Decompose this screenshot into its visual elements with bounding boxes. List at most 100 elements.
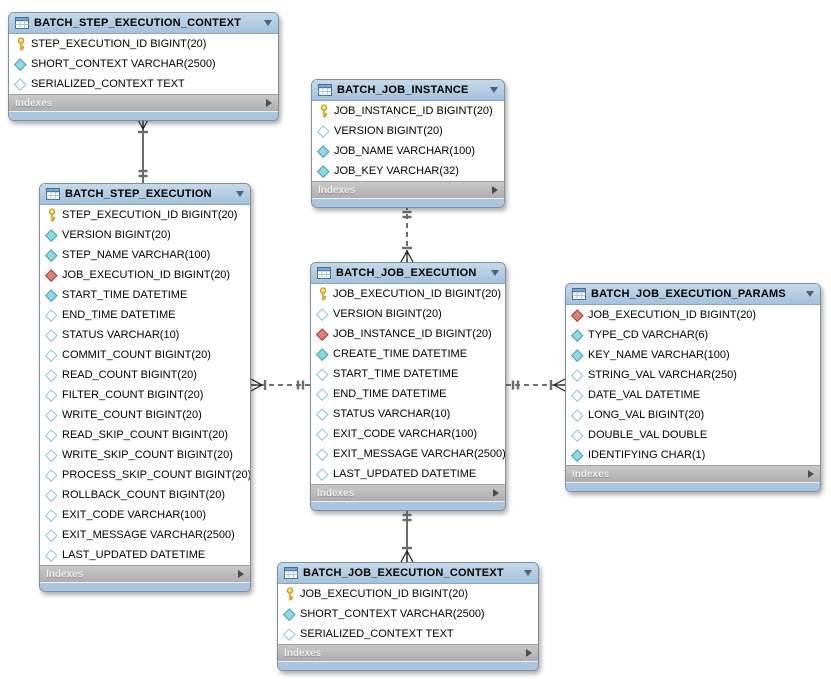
collapse-arrow-icon[interactable] [524, 570, 532, 576]
indexes-bar[interactable]: Indexes [312, 181, 504, 198]
rel-stepexec-jobexec[interactable] [250, 378, 310, 392]
rel-stepctx-stepexec[interactable] [136, 117, 150, 183]
column-row[interactable]: STRING_VAL VARCHAR(250) [566, 365, 820, 385]
table-header[interactable]: BATCH_STEP_EXECUTION [40, 184, 250, 205]
table-header[interactable]: BATCH_JOB_EXECUTION_PARAMS [566, 284, 820, 305]
column-row[interactable]: STEP_EXECUTION_ID BIGINT(20) [9, 34, 278, 54]
rel-jobexec-params[interactable] [506, 378, 566, 392]
column-label: TYPE_CD VARCHAR(6) [588, 329, 709, 341]
diamond-red-icon [316, 327, 329, 341]
indexes-bar[interactable]: Indexes [566, 465, 820, 482]
column-row[interactable]: JOB_NAME VARCHAR(100) [312, 141, 504, 161]
column-label: JOB_EXECUTION_ID BIGINT(20) [300, 588, 469, 600]
diamond-red-icon [571, 308, 584, 322]
column-row[interactable]: SERIALIZED_CONTEXT TEXT [9, 74, 278, 94]
column-row[interactable]: LAST_UPDATED DATETIME [40, 545, 250, 565]
column-row[interactable]: JOB_INSTANCE_ID BIGINT(20) [312, 101, 504, 121]
column-row[interactable]: DATE_VAL DATETIME [566, 385, 820, 405]
column-row[interactable]: READ_SKIP_COUNT BIGINT(20) [40, 425, 250, 445]
diamond-filled-icon [45, 288, 58, 302]
column-row[interactable]: WRITE_COUNT BIGINT(20) [40, 405, 250, 425]
column-row[interactable]: EXIT_MESSAGE VARCHAR(2500) [311, 444, 505, 464]
column-row[interactable]: JOB_EXECUTION_ID BIGINT(20) [40, 265, 250, 285]
table-title: BATCH_JOB_EXECUTION_PARAMS [591, 288, 786, 300]
table-footer [40, 582, 250, 591]
column-row[interactable]: CREATE_TIME DATETIME [311, 344, 505, 364]
table-header[interactable]: BATCH_JOB_EXECUTION [311, 263, 505, 284]
column-label: FILTER_COUNT BIGINT(20) [62, 389, 204, 401]
column-label: JOB_EXECUTION_ID BIGINT(20) [333, 288, 502, 300]
column-row[interactable]: JOB_EXECUTION_ID BIGINT(20) [566, 305, 820, 325]
column-row[interactable]: VERSION BIGINT(20) [40, 225, 250, 245]
expand-arrow-icon[interactable] [492, 186, 498, 194]
column-row[interactable]: SHORT_CONTEXT VARCHAR(2500) [278, 604, 538, 624]
collapse-arrow-icon[interactable] [236, 191, 244, 197]
rel-jobinstance-jobexec[interactable] [400, 205, 414, 263]
column-row[interactable]: END_TIME DATETIME [311, 384, 505, 404]
column-label: STEP_EXECUTION_ID BIGINT(20) [31, 38, 207, 50]
column-row[interactable]: JOB_KEY VARCHAR(32) [312, 161, 504, 181]
collapse-arrow-icon[interactable] [806, 291, 814, 297]
column-label: START_TIME DATETIME [62, 289, 188, 301]
column-row[interactable]: LONG_VAL BIGINT(20) [566, 405, 820, 425]
table-header[interactable]: BATCH_JOB_EXECUTION_CONTEXT [278, 563, 538, 584]
column-row[interactable]: EXIT_MESSAGE VARCHAR(2500) [40, 525, 250, 545]
column-row[interactable]: STEP_EXECUTION_ID BIGINT(20) [40, 205, 250, 225]
column-row[interactable]: KEY_NAME VARCHAR(100) [566, 345, 820, 365]
collapse-arrow-icon[interactable] [490, 87, 498, 93]
column-row[interactable]: LAST_UPDATED DATETIME [311, 464, 505, 484]
expand-arrow-icon[interactable] [238, 570, 244, 578]
indexes-bar[interactable]: Indexes [40, 565, 250, 582]
indexes-bar[interactable]: Indexes [278, 644, 538, 661]
table-header[interactable]: BATCH_STEP_EXECUTION_CONTEXT [9, 13, 278, 34]
rel-jobexec-jobexecctx[interactable] [400, 508, 414, 563]
column-row[interactable]: SERIALIZED_CONTEXT TEXT [278, 624, 538, 644]
column-row[interactable]: STATUS VARCHAR(10) [311, 404, 505, 424]
indexes-label: Indexes [317, 487, 355, 499]
column-row[interactable]: READ_COUNT BIGINT(20) [40, 365, 250, 385]
column-row[interactable]: PROCESS_SKIP_COUNT BIGINT(20) [40, 465, 250, 485]
collapse-arrow-icon[interactable] [264, 20, 272, 26]
expand-arrow-icon[interactable] [493, 489, 499, 497]
table-batch_step_execution_context[interactable]: BATCH_STEP_EXECUTION_CONTEXT STEP_EXECUTI… [8, 12, 279, 121]
column-row[interactable]: JOB_EXECUTION_ID BIGINT(20) [311, 284, 505, 304]
column-row[interactable]: EXIT_CODE VARCHAR(100) [40, 505, 250, 525]
column-row[interactable]: ROLLBACK_COUNT BIGINT(20) [40, 485, 250, 505]
column-row[interactable]: COMMIT_COUNT BIGINT(20) [40, 345, 250, 365]
table-batch_job_execution_params[interactable]: BATCH_JOB_EXECUTION_PARAMS JOB_EXECUTION_… [565, 283, 821, 492]
table-header[interactable]: BATCH_JOB_INSTANCE [312, 80, 504, 101]
column-row[interactable]: STEP_NAME VARCHAR(100) [40, 245, 250, 265]
column-row[interactable]: START_TIME DATETIME [40, 285, 250, 305]
column-row[interactable]: IDENTIFYING CHAR(1) [566, 445, 820, 465]
column-row[interactable]: WRITE_SKIP_COUNT BIGINT(20) [40, 445, 250, 465]
table-batch_job_execution[interactable]: BATCH_JOB_EXECUTION JOB_EXECUTION_ID BIGI… [310, 262, 506, 511]
column-row[interactable]: JOB_INSTANCE_ID BIGINT(20) [311, 324, 505, 344]
indexes-bar[interactable]: Indexes [311, 484, 505, 501]
column-row[interactable]: SHORT_CONTEXT VARCHAR(2500) [9, 54, 278, 74]
column-row[interactable]: JOB_EXECUTION_ID BIGINT(20) [278, 584, 538, 604]
column-row[interactable]: EXIT_CODE VARCHAR(100) [311, 424, 505, 444]
table-batch_job_execution_context[interactable]: BATCH_JOB_EXECUTION_CONTEXT JOB_EXECUTION… [277, 562, 539, 671]
column-row[interactable]: STATUS VARCHAR(10) [40, 325, 250, 345]
column-label: EXIT_CODE VARCHAR(100) [333, 428, 478, 440]
collapse-arrow-icon[interactable] [491, 270, 499, 276]
diamond-filled-icon [14, 57, 27, 71]
diamond-open-icon [45, 448, 58, 462]
column-label: COMMIT_COUNT BIGINT(20) [62, 349, 211, 361]
column-row[interactable]: DOUBLE_VAL DOUBLE [566, 425, 820, 445]
expand-arrow-icon[interactable] [808, 470, 814, 478]
column-row[interactable]: FILTER_COUNT BIGINT(20) [40, 385, 250, 405]
column-label: SHORT_CONTEXT VARCHAR(2500) [31, 58, 216, 70]
indexes-bar[interactable]: Indexes [9, 94, 278, 111]
expand-arrow-icon[interactable] [526, 649, 532, 657]
diamond-open-icon [45, 308, 58, 322]
column-row[interactable]: VERSION BIGINT(20) [312, 121, 504, 141]
column-row[interactable]: START_TIME DATETIME [311, 364, 505, 384]
column-row[interactable]: VERSION BIGINT(20) [311, 304, 505, 324]
column-row[interactable]: TYPE_CD VARCHAR(6) [566, 325, 820, 345]
column-row[interactable]: END_TIME DATETIME [40, 305, 250, 325]
expand-arrow-icon[interactable] [266, 99, 272, 107]
column-label: CREATE_TIME DATETIME [333, 348, 468, 360]
